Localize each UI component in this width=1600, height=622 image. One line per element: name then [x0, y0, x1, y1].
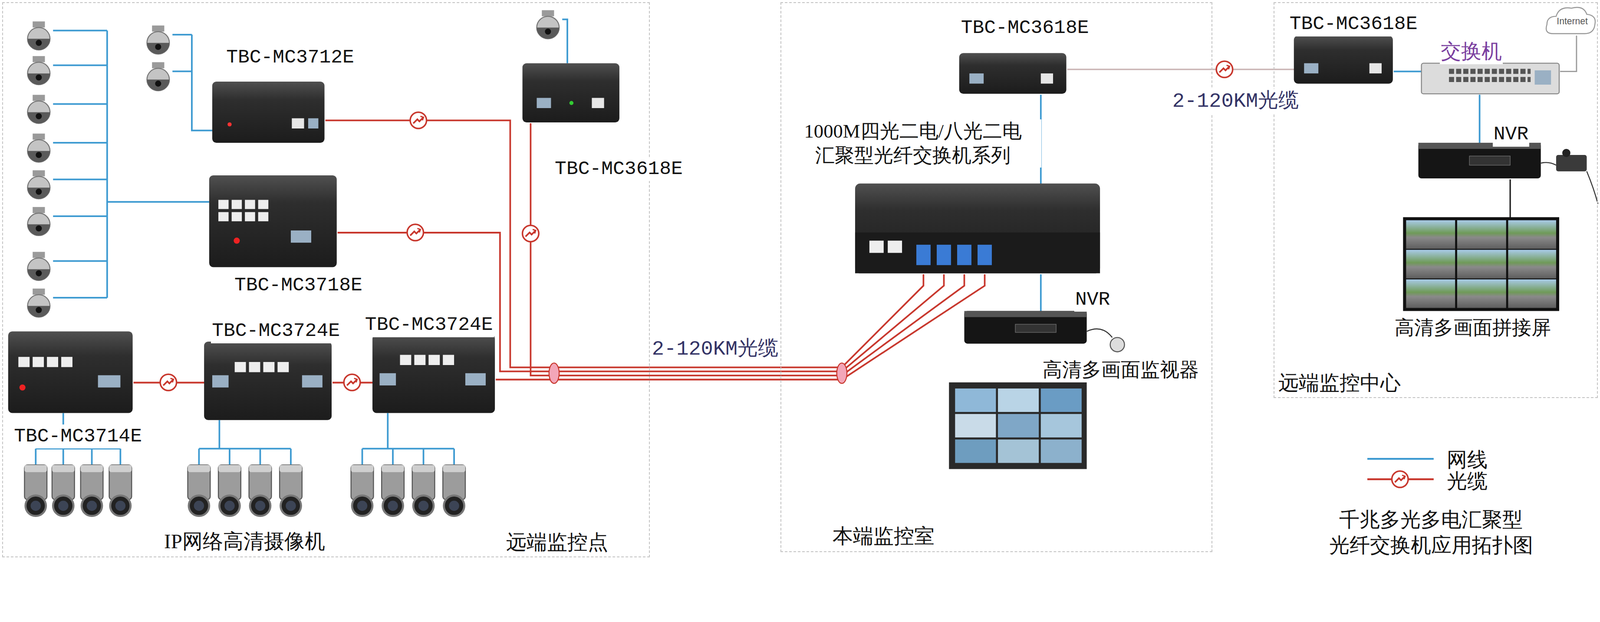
media-converter: TBC-MC3712E — [213, 82, 326, 144]
fiber-switch: TBC-MC3724E — [204, 342, 333, 422]
device-label: NVR — [1074, 287, 1111, 313]
media-converter: TBC-MC3618E — [960, 53, 1068, 95]
legend-text: 光缆 — [1446, 468, 1488, 494]
device-label: 交换机 — [1439, 38, 1503, 65]
device-label: 1000M四光二电/八光二电 汇聚型光纤交换机系列 — [784, 119, 1042, 168]
device-label: TBC-MC3618E — [553, 157, 684, 182]
device-label: 高清多画面监视器 — [1041, 358, 1200, 383]
device-label: TBC-MC3618E — [960, 16, 1090, 41]
cloud-label: Internet — [1546, 6, 1598, 36]
aggregation-switch-illustration — [855, 183, 1100, 274]
internet-cloud: Internet — [1546, 6, 1598, 36]
cable-connector — [1393, 70, 1423, 73]
legend-text: 网线 — [1446, 447, 1488, 473]
legend-sample — [1367, 458, 1434, 488]
cable-label: 2-120KM光缆 — [1171, 88, 1300, 115]
cable-connector — [1478, 94, 1481, 144]
device-label: TBC-MC3618E — [1288, 12, 1419, 37]
media-converter: TBC-MC3618E — [523, 64, 621, 124]
device-label: TBC-MC3714E — [13, 424, 143, 449]
region-box: 远端监控点 TBC-MC3712E TBC-MC3718E TBC-MC3618E TB… — [2, 2, 651, 558]
cable-connector — [1040, 274, 1042, 313]
video-wall-illustration — [1402, 217, 1560, 311]
region-title: 远端监控中心 — [1278, 370, 1401, 396]
device-label: NVR — [1492, 122, 1530, 147]
region-box: 远端监控中心 TBC-MC3618E 交换机 NVR 高清多画面拼接屏 Internet — [1273, 2, 1599, 399]
aggregation-switch: 1000M四光二电/八光二电 汇聚型光纤交换机系列 — [855, 184, 1101, 275]
cable-label: 2-120KM光缆 — [651, 336, 780, 363]
nvr-illustration — [964, 142, 1598, 353]
fiber-bundle — [549, 362, 847, 384]
device-label: TBC-MC3712E — [225, 45, 356, 70]
region-title: 远端监控点 — [506, 529, 609, 556]
ethernet-switch-illustration — [1421, 63, 1560, 94]
monitor: 高清多画面监视器 — [949, 383, 1088, 471]
region-title: 本端监控室 — [832, 523, 935, 550]
box-camera — [24, 464, 466, 516]
camera-group-label: IP网络高清摄像机 — [163, 528, 326, 555]
nvr: NVR — [964, 312, 1088, 345]
diagram-caption: 千兆多光多电汇聚型 光纤交换机应用拓扑图 — [1316, 506, 1546, 559]
nvr: NVR — [1419, 143, 1542, 180]
dome-camera — [27, 9, 560, 317]
media-converter: TBC-MC3618E — [1294, 36, 1394, 85]
ethernet-switch: 交换机 — [1422, 64, 1561, 96]
region-box: 本端监控室 TBC-MC3618E 1000M四光二电/八光二电 汇聚型光纤交换机系… — [780, 2, 1212, 553]
cable-connector — [1509, 179, 1511, 218]
fiber-switch: TBC-MC3718E — [210, 176, 338, 269]
device-label: TBC-MC3724E — [364, 312, 494, 338]
fiber-switch: TBC-MC3724E — [373, 335, 496, 415]
cable-connector — [1560, 35, 1577, 72]
video-wall: 高清多画面拼接屏 — [1403, 218, 1561, 313]
cable-connector — [1067, 68, 1295, 70]
fiber-switch-illustration — [8, 175, 495, 421]
device-label: TBC-MC3724E — [210, 319, 341, 344]
device-label: 高清多画面拼接屏 — [1393, 316, 1552, 341]
cable-connector — [495, 274, 985, 380]
device-label: TBC-MC3718E — [233, 273, 364, 298]
fiber-switch: TBC-MC3714E — [9, 332, 134, 415]
monitor-illustration — [948, 382, 1087, 470]
fiber-symbol — [160, 61, 1233, 391]
